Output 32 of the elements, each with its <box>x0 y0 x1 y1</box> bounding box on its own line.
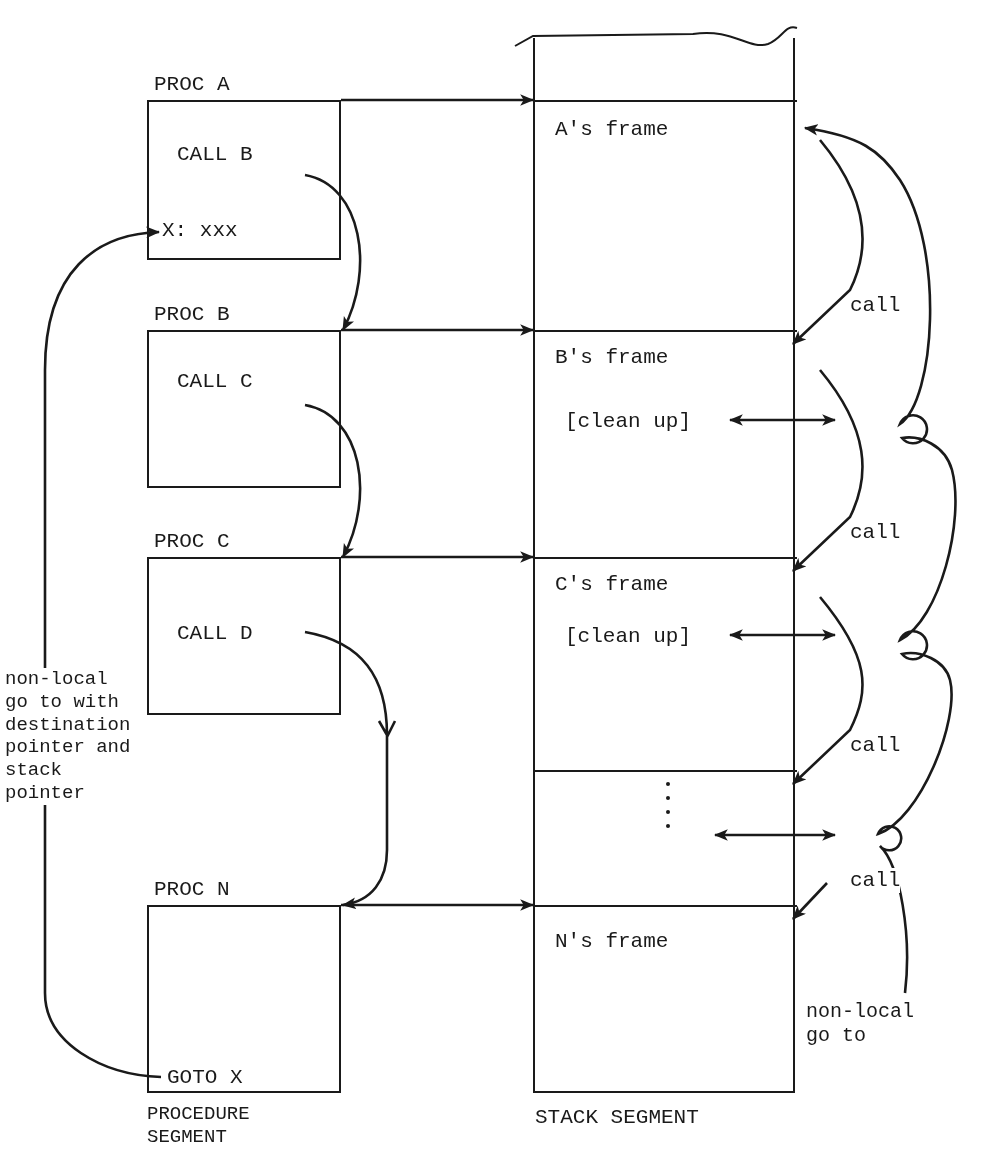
arrow <box>792 882 828 920</box>
arrow <box>341 94 535 106</box>
code-line: CALL C <box>177 369 253 395</box>
clean-up-label: [clean up] <box>565 409 692 435</box>
frame-label: A's frame <box>555 117 669 143</box>
edge-label: call <box>850 868 901 894</box>
code-line: X: xxx <box>162 218 238 244</box>
double-headed-arrow <box>728 629 837 641</box>
frame-label: B's frame <box>555 345 669 371</box>
code-line: CALL D <box>177 621 253 647</box>
proc-heading: PROC C <box>154 529 230 555</box>
double-headed-arrow <box>713 829 837 841</box>
proc-heading: PROC N <box>154 877 230 903</box>
arrow <box>803 124 957 994</box>
frame-label: C's frame <box>555 572 669 598</box>
arrow <box>792 369 864 572</box>
arrow <box>341 899 535 911</box>
arrow <box>303 630 397 909</box>
arrow <box>341 324 535 336</box>
proc-heading: PROC B <box>154 302 230 328</box>
arrow <box>304 403 362 559</box>
clean-up-label: [clean up] <box>565 624 692 650</box>
double-headed-arrow <box>728 414 837 426</box>
arrow <box>304 173 362 332</box>
frame-label: N's frame <box>555 929 669 955</box>
code-line: CALL B <box>177 142 253 168</box>
arrow <box>792 139 864 345</box>
arrow <box>341 551 535 563</box>
code-line: GOTO X <box>167 1065 243 1091</box>
proc-heading: PROC A <box>154 72 230 98</box>
segment-heading: STACK SEGMENT <box>535 1105 699 1131</box>
arrow <box>792 596 864 785</box>
